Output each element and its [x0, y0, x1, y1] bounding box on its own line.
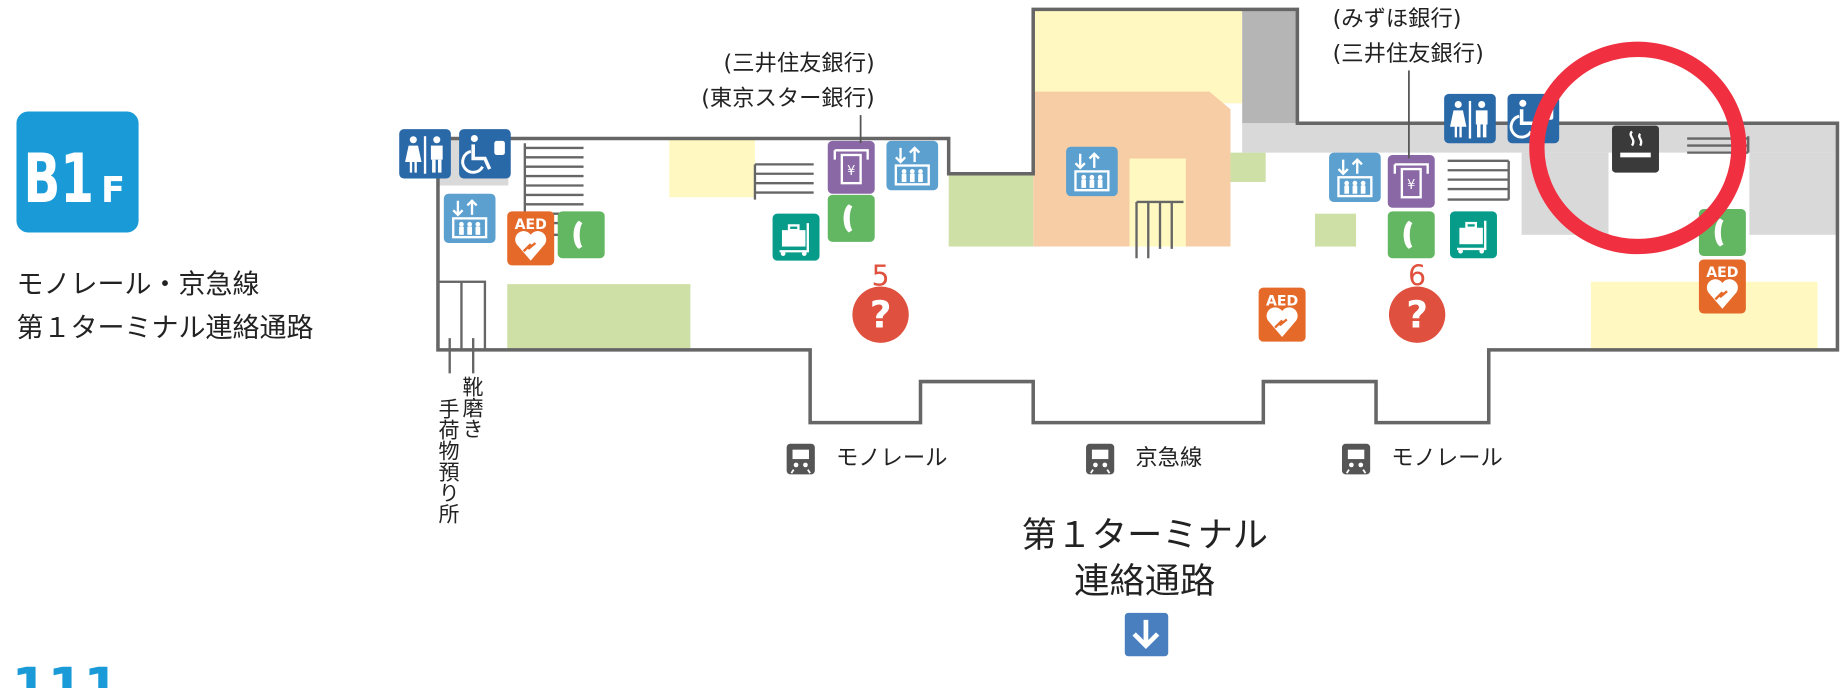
monorail-icon: [1341, 442, 1372, 476]
luggage-cart-icon[interactable]: [1448, 210, 1499, 260]
aed-icon[interactable]: AED: [1698, 259, 1746, 314]
area-title-line1: モノレール・京急線: [16, 270, 259, 301]
exit-label-line1: 第１ターミナル: [1021, 515, 1268, 556]
restroom-icon[interactable]: [399, 129, 451, 179]
phone-icon[interactable]: [557, 211, 605, 259]
shoeshine-label: 靴磨き: [460, 376, 484, 439]
page-number: 111: [12, 657, 120, 688]
restroom-icon[interactable]: [1444, 93, 1496, 144]
phone-icon[interactable]: [1387, 211, 1435, 259]
down-arrow-icon[interactable]: [1124, 612, 1169, 657]
floor-badge-suffix: F: [101, 170, 125, 211]
information-icon[interactable]: [852, 286, 909, 343]
elevator-icon[interactable]: [1327, 151, 1382, 204]
elevator-icon[interactable]: [885, 139, 940, 192]
elevator-icon[interactable]: [1064, 145, 1119, 198]
phone-icon[interactable]: [827, 194, 875, 242]
floor-badge-main: B1: [24, 140, 94, 219]
station-label-monorail[interactable]: モノレール: [836, 445, 948, 471]
keikyu-train-icon: [1085, 442, 1116, 476]
floor-badge: B1 F: [16, 111, 139, 233]
area-title-line2: 第１ターミナル連絡通路: [16, 313, 313, 344]
station-label-keikyu[interactable]: 京急線: [1135, 445, 1202, 471]
station-label-monorail[interactable]: モノレール: [1391, 445, 1503, 471]
map-areas: [437, 9, 1838, 350]
highlight-circle: [1529, 41, 1747, 255]
luggage-cart-icon[interactable]: [771, 212, 821, 262]
exit-label-line2: 連絡通路: [1074, 561, 1215, 602]
info-point-number: 5: [872, 259, 890, 292]
bank-label: (東京スター銀行): [701, 86, 874, 112]
information-icon[interactable]: [1388, 286, 1446, 343]
bank-label: (三井住友銀行): [724, 50, 875, 76]
info-point-number: 6: [1408, 259, 1426, 292]
accessible-restroom-icon[interactable]: [457, 127, 513, 181]
aed-label: AED: [1706, 265, 1738, 281]
smoking-area-icon[interactable]: [1612, 125, 1659, 173]
escalator-center: [1135, 200, 1184, 259]
atm-icon[interactable]: [1386, 153, 1436, 209]
lockers: [436, 280, 487, 374]
bank-label: (みずほ銀行): [1333, 6, 1462, 32]
escalator-mid: [753, 163, 814, 200]
aed-icon[interactable]: AED: [1258, 287, 1306, 342]
elevator-icon[interactable]: [442, 192, 497, 245]
escalator-right: [1447, 136, 1750, 201]
bank-label: (三井住友銀行): [1333, 41, 1484, 67]
floor-outline: [436, 7, 1840, 425]
atm-icon[interactable]: [826, 139, 876, 195]
luggage-storage-label: 手荷物預り所: [436, 398, 460, 524]
monorail-icon: [785, 442, 816, 476]
aed-label: AED: [515, 217, 547, 233]
aed-label: AED: [1266, 293, 1298, 309]
aed-icon[interactable]: AED: [507, 211, 555, 266]
